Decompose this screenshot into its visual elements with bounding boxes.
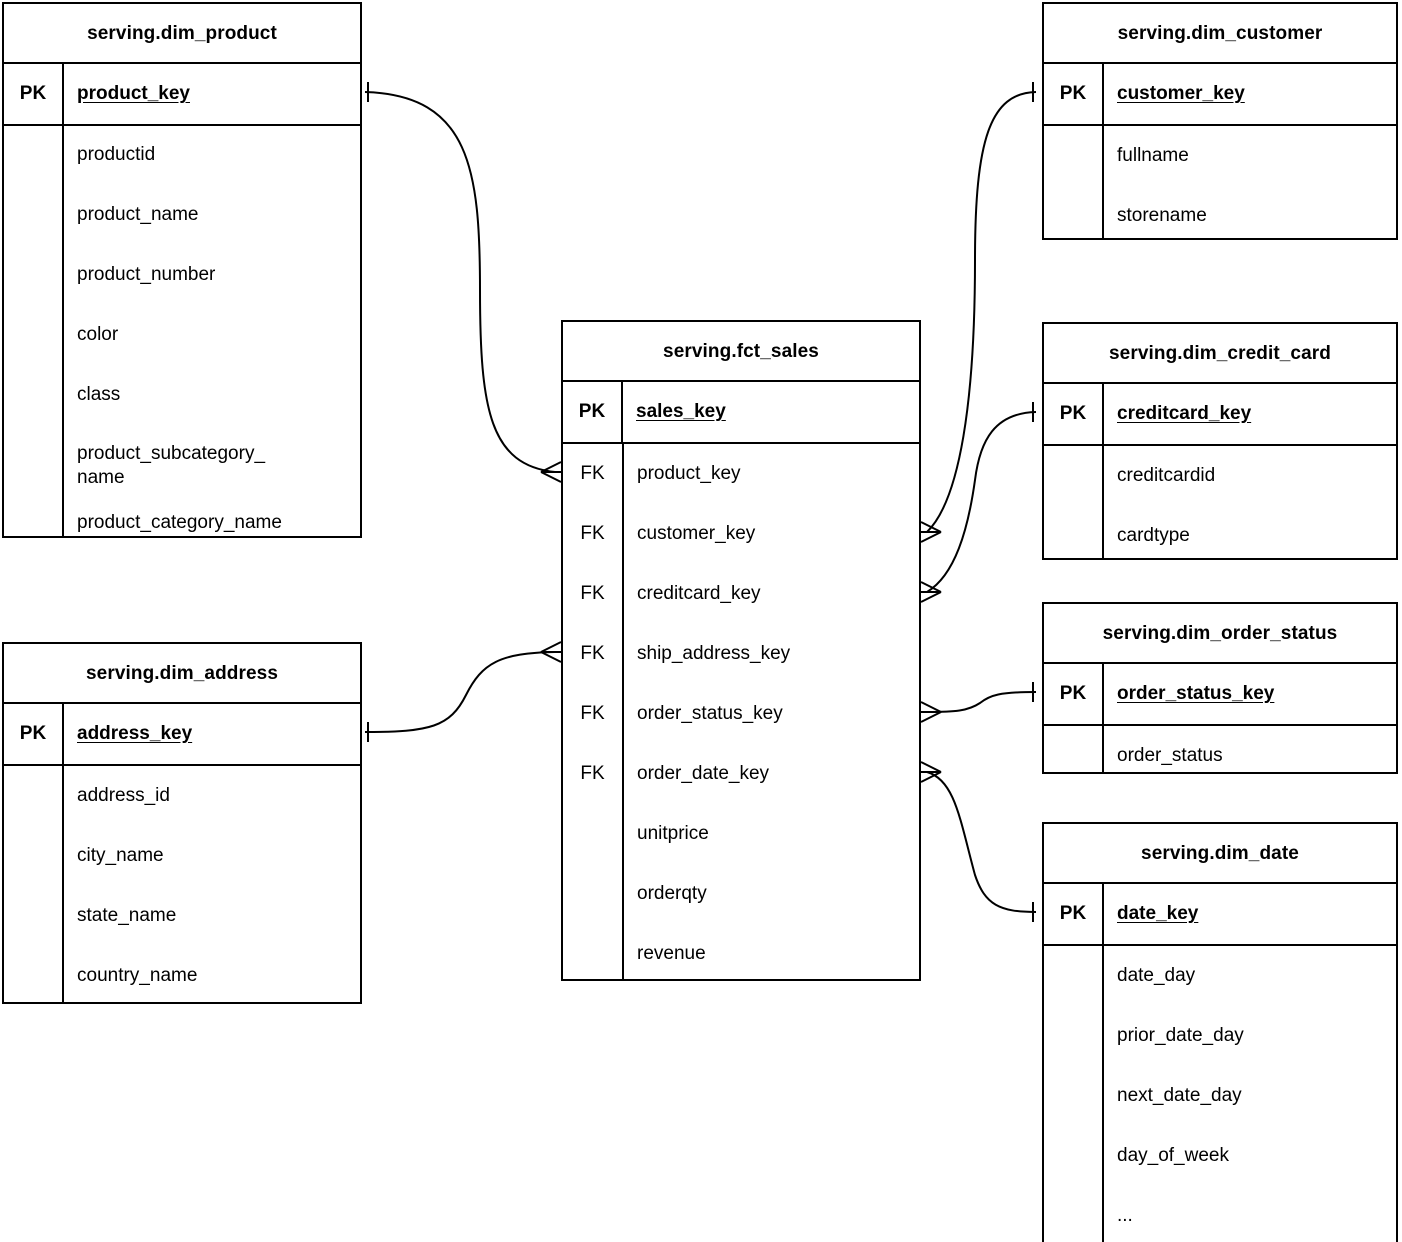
fk-body: FK FK FK FK FK FK product_key customer_k… — [563, 444, 919, 979]
attribute-row: next_date_day — [1117, 1085, 1242, 1106]
attribute-body: order_status — [1044, 726, 1396, 772]
column-row: unitprice — [637, 823, 709, 844]
entity-dim-date[interactable]: serving.dim_date PK date_key date_day pr… — [1042, 822, 1398, 1242]
relationship-credit-card — [920, 402, 1037, 603]
attribute-row: ... — [1117, 1205, 1133, 1226]
fk-tag-column: FK FK FK FK FK FK — [563, 444, 624, 979]
pk-column-name: order_status_key — [1117, 683, 1275, 704]
entity-title: serving.dim_credit_card — [1044, 324, 1396, 384]
attribute-row: class — [77, 384, 121, 405]
attribute-row: address_id — [77, 785, 170, 806]
attribute-row: city_name — [77, 845, 164, 866]
entity-dim-product[interactable]: serving.dim_product PK product_key produ… — [2, 2, 362, 538]
pk-tag: PK — [4, 704, 64, 764]
attribute-list: fullname storename — [1104, 126, 1396, 238]
pk-column-name: date_key — [1117, 903, 1199, 924]
attribute-list: date_day prior_date_day next_date_day da… — [1104, 946, 1396, 1242]
pk-row: PK sales_key — [563, 382, 919, 444]
attribute-row: date_day — [1117, 965, 1196, 986]
relationship-customer — [920, 82, 1037, 543]
pk-column-name: sales_key — [636, 401, 726, 422]
pk-tag: PK — [1044, 384, 1104, 444]
column-row: product_key — [637, 463, 741, 484]
attribute-row: product_subcategory_ name — [77, 443, 266, 488]
entity-fct-sales[interactable]: serving.fct_sales PK sales_key FK FK FK … — [561, 320, 921, 981]
entity-dim-customer[interactable]: serving.dim_customer PK customer_key ful… — [1042, 2, 1398, 240]
relationship-order-status — [920, 682, 1037, 723]
pk-column-name: creditcard_key — [1117, 403, 1252, 424]
attribute-body: creditcardid cardtype — [1044, 446, 1396, 558]
column-row: order_status_key — [637, 703, 783, 724]
attribute-gutter — [4, 766, 64, 1002]
pk-tag: PK — [4, 64, 64, 124]
attribute-list: creditcardid cardtype — [1104, 446, 1396, 558]
attribute-body: productid product_name product_number co… — [4, 126, 360, 536]
attribute-row: product_category_name — [77, 512, 282, 533]
fk-tag: FK — [580, 703, 605, 724]
attribute-gutter — [1044, 126, 1104, 238]
entity-title: serving.dim_address — [4, 644, 360, 704]
fk-tag: FK — [580, 763, 605, 784]
attribute-gutter — [1044, 726, 1104, 772]
entity-title: serving.dim_date — [1044, 824, 1396, 884]
pk-row: PK product_key — [4, 64, 360, 126]
attribute-row: color — [77, 324, 119, 345]
attribute-row: fullname — [1117, 145, 1189, 166]
attribute-row: product_number — [77, 264, 216, 285]
attribute-row: storename — [1117, 205, 1207, 226]
fk-tag: FK — [580, 643, 605, 664]
attribute-row: creditcardid — [1117, 465, 1216, 486]
attribute-gutter — [1044, 946, 1104, 1242]
column-row: customer_key — [637, 523, 756, 544]
entity-title: serving.fct_sales — [563, 322, 919, 382]
attribute-list: address_id city_name state_name country_… — [64, 766, 360, 1002]
entity-dim-credit-card[interactable]: serving.dim_credit_card PK creditcard_ke… — [1042, 322, 1398, 560]
pk-row: PK address_key — [4, 704, 360, 766]
column-row: revenue — [637, 943, 706, 964]
fk-tag: FK — [580, 463, 605, 484]
column-row: order_date_key — [637, 763, 770, 784]
fk-name-column: product_key customer_key creditcard_key … — [624, 444, 919, 979]
attribute-row: country_name — [77, 965, 198, 986]
pk-tag: PK — [1044, 64, 1104, 124]
attribute-row: cardtype — [1117, 525, 1190, 546]
attribute-gutter — [4, 126, 64, 536]
pk-column-name: address_key — [77, 723, 193, 744]
attribute-row: day_of_week — [1117, 1145, 1229, 1166]
pk-tag: PK — [1044, 884, 1104, 944]
fk-tag: FK — [580, 583, 605, 604]
attribute-body: fullname storename — [1044, 126, 1396, 238]
pk-column-name: product_key — [77, 83, 190, 104]
column-row: orderqty — [637, 883, 707, 904]
relationship-address — [364, 641, 562, 742]
entity-title: serving.dim_customer — [1044, 4, 1396, 64]
pk-row: PK date_key — [1044, 884, 1396, 946]
attribute-gutter — [1044, 446, 1104, 558]
pk-column-name: customer_key — [1117, 83, 1245, 104]
attribute-row: order_status — [1117, 745, 1223, 766]
column-row: creditcard_key — [637, 583, 761, 604]
pk-row: PK customer_key — [1044, 64, 1396, 126]
attribute-row: prior_date_day — [1117, 1025, 1244, 1046]
column-row: ship_address_key — [637, 643, 791, 664]
attribute-list: productid product_name product_number co… — [64, 126, 360, 536]
pk-row: PK order_status_key — [1044, 664, 1396, 726]
entity-title: serving.dim_product — [4, 4, 360, 64]
relationship-product — [364, 82, 562, 483]
pk-row: PK creditcard_key — [1044, 384, 1396, 446]
attribute-body: date_day prior_date_day next_date_day da… — [1044, 946, 1396, 1242]
relationship-date — [920, 761, 1037, 922]
attribute-row: product_name — [77, 204, 199, 225]
pk-tag: PK — [1044, 664, 1104, 724]
entity-dim-address[interactable]: serving.dim_address PK address_key addre… — [2, 642, 362, 1004]
pk-tag: PK — [563, 382, 623, 442]
attribute-row: productid — [77, 144, 156, 165]
attribute-list: order_status — [1104, 726, 1396, 772]
fk-tag: FK — [580, 523, 605, 544]
entity-dim-order-status[interactable]: serving.dim_order_status PK order_status… — [1042, 602, 1398, 774]
attribute-row: state_name — [77, 905, 177, 926]
entity-title: serving.dim_order_status — [1044, 604, 1396, 664]
attribute-body: address_id city_name state_name country_… — [4, 766, 360, 1002]
